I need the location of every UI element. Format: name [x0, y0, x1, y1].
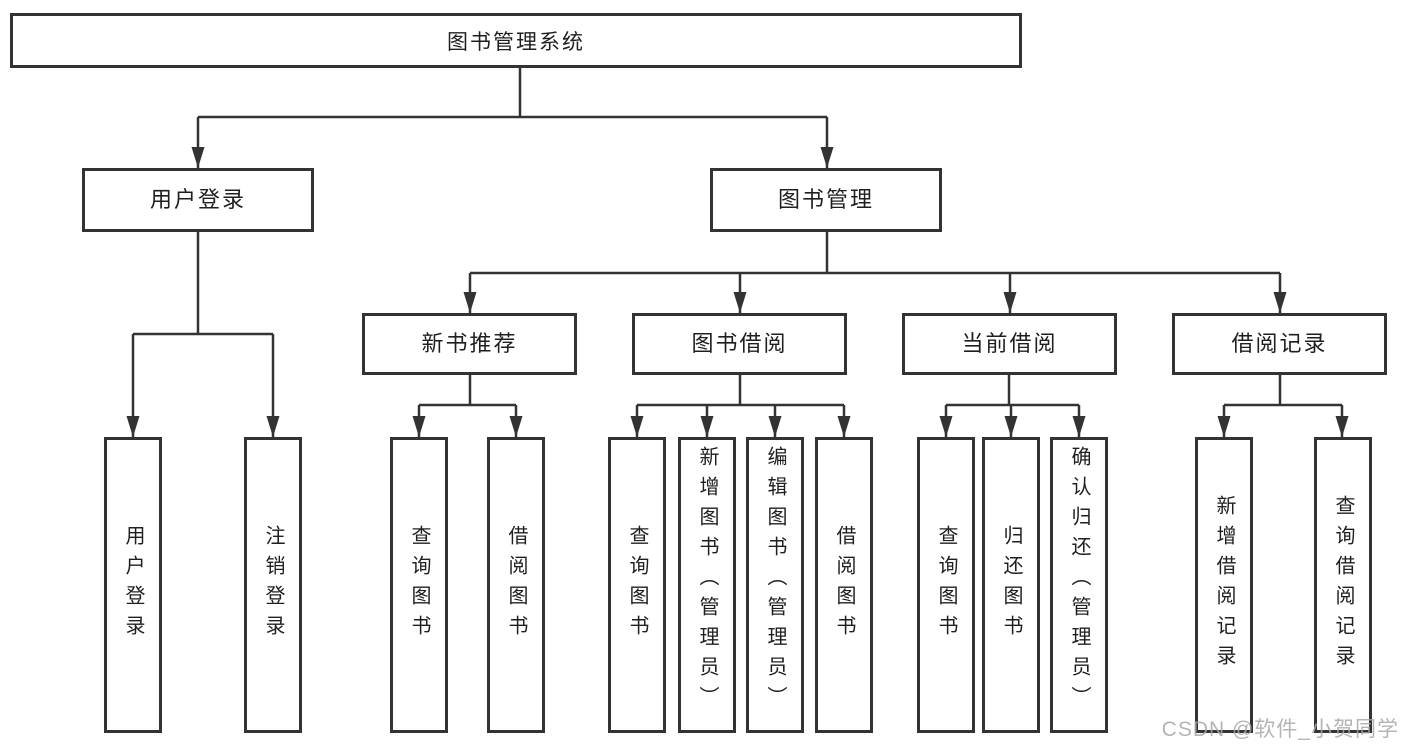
- arrowhead-icon: [820, 147, 834, 168]
- node-query-borrow-record: 查询借阅记录: [1314, 437, 1372, 733]
- node-borrowing-records: 借阅记录: [1172, 313, 1387, 375]
- node-label: 查询图书: [408, 525, 430, 645]
- node-query-books-recommend: 查询图书: [390, 437, 448, 733]
- arrowhead-icon: [630, 416, 644, 437]
- arrowhead-icon: [509, 416, 523, 437]
- node-logout: 注销登录: [244, 437, 302, 733]
- arrowhead-icon: [1217, 416, 1231, 437]
- node-user-login-action: 用户登录: [104, 437, 162, 733]
- node-label: 借阅图书: [833, 525, 855, 645]
- arrowhead-icon: [1072, 416, 1086, 437]
- arrowhead-icon: [266, 416, 280, 437]
- node-return-books: 归还图书: [982, 437, 1040, 733]
- node-edit-book-admin: 编辑图书（管理员）: [746, 437, 804, 733]
- node-confirm-return-admin: 确认归还（管理员）: [1050, 437, 1108, 733]
- node-label: 查询图书: [626, 525, 648, 645]
- node-current-borrowing: 当前借阅: [902, 313, 1117, 375]
- arrowhead-icon: [733, 292, 747, 313]
- node-add-borrow-record: 新增借阅记录: [1195, 437, 1253, 733]
- connector-current-borrowing-bus: [946, 375, 1079, 407]
- connector-root-bus: [198, 68, 827, 119]
- arrowhead-icon: [126, 416, 140, 437]
- node-book-management: 图书管理: [710, 168, 942, 232]
- node-label: 新书推荐: [421, 331, 518, 356]
- arrowhead-icon: [700, 416, 714, 437]
- node-label: 用户登录: [122, 525, 144, 645]
- arrowhead-icon: [1003, 292, 1017, 313]
- arrowhead-icon: [1273, 292, 1287, 313]
- arrowhead-icon: [191, 147, 205, 168]
- node-label: 注销登录: [262, 525, 284, 645]
- node-label: 用户登录: [149, 187, 246, 212]
- connector-book-borrowing-bus: [637, 375, 844, 407]
- node-label: 图书管理系统: [447, 30, 585, 54]
- node-label: 查询图书: [935, 525, 957, 645]
- arrowhead-icon: [939, 416, 953, 437]
- node-label: 编辑图书（管理员）: [764, 446, 786, 716]
- arrowhead-icon: [463, 292, 477, 313]
- node-label: 归还图书: [1000, 525, 1022, 645]
- node-query-books-current: 查询图书: [917, 437, 975, 733]
- arrowhead-icon: [837, 416, 851, 437]
- node-label: 借阅图书: [505, 525, 527, 645]
- connector-book-management-bus: [470, 232, 1280, 275]
- node-label: 确认归还（管理员）: [1068, 446, 1090, 716]
- node-book-borrowing: 图书借阅: [632, 313, 847, 375]
- node-borrow-books-borrowing: 借阅图书: [815, 437, 873, 733]
- node-label: 图书借阅: [691, 331, 788, 356]
- node-new-book-recommendation: 新书推荐: [362, 313, 577, 375]
- arrowhead-icon: [768, 416, 782, 437]
- arrowhead-icon: [412, 416, 426, 437]
- node-label: 新增图书（管理员）: [696, 446, 718, 716]
- arrowhead-icon: [1004, 416, 1018, 437]
- node-borrow-books-recommend: 借阅图书: [487, 437, 545, 733]
- node-user-login: 用户登录: [82, 168, 314, 232]
- node-query-books-borrowing: 查询图书: [608, 437, 666, 733]
- node-label: 借阅记录: [1231, 331, 1328, 356]
- connector-new-book-bus: [419, 375, 516, 407]
- connector-user-login-bus: [133, 232, 273, 336]
- node-label: 新增借阅记录: [1213, 495, 1235, 675]
- connector-borrowing-records-bus: [1224, 375, 1342, 407]
- node-label: 查询借阅记录: [1332, 495, 1354, 675]
- arrowhead-icon: [1335, 416, 1349, 437]
- node-add-book-admin: 新增图书（管理员）: [678, 437, 736, 733]
- node-label: 当前借阅: [961, 331, 1058, 356]
- node-library-management-system: 图书管理系统: [10, 13, 1022, 68]
- csdn-watermark: CSDN @软件_小贺同学: [1161, 718, 1399, 741]
- node-label: 图书管理: [777, 187, 874, 212]
